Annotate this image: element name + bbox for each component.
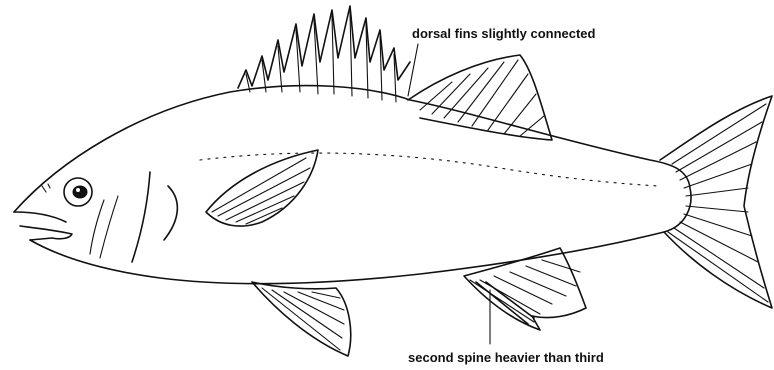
pectoral-fin (206, 150, 318, 226)
callout-dorsal: dorsal fins slightly connected (408, 26, 596, 96)
soft-dorsal-fin (408, 55, 552, 140)
caudal-fin (660, 96, 772, 308)
callout-dorsal-leader (408, 44, 418, 96)
callout-spine-label: second spine heavier than third (408, 350, 604, 365)
fish-body (14, 86, 691, 284)
pelvic-fin (252, 282, 351, 356)
callout-dorsal-label: dorsal fins slightly connected (412, 26, 596, 41)
callout-spine: second spine heavier than third (408, 290, 604, 365)
eye (42, 178, 92, 206)
